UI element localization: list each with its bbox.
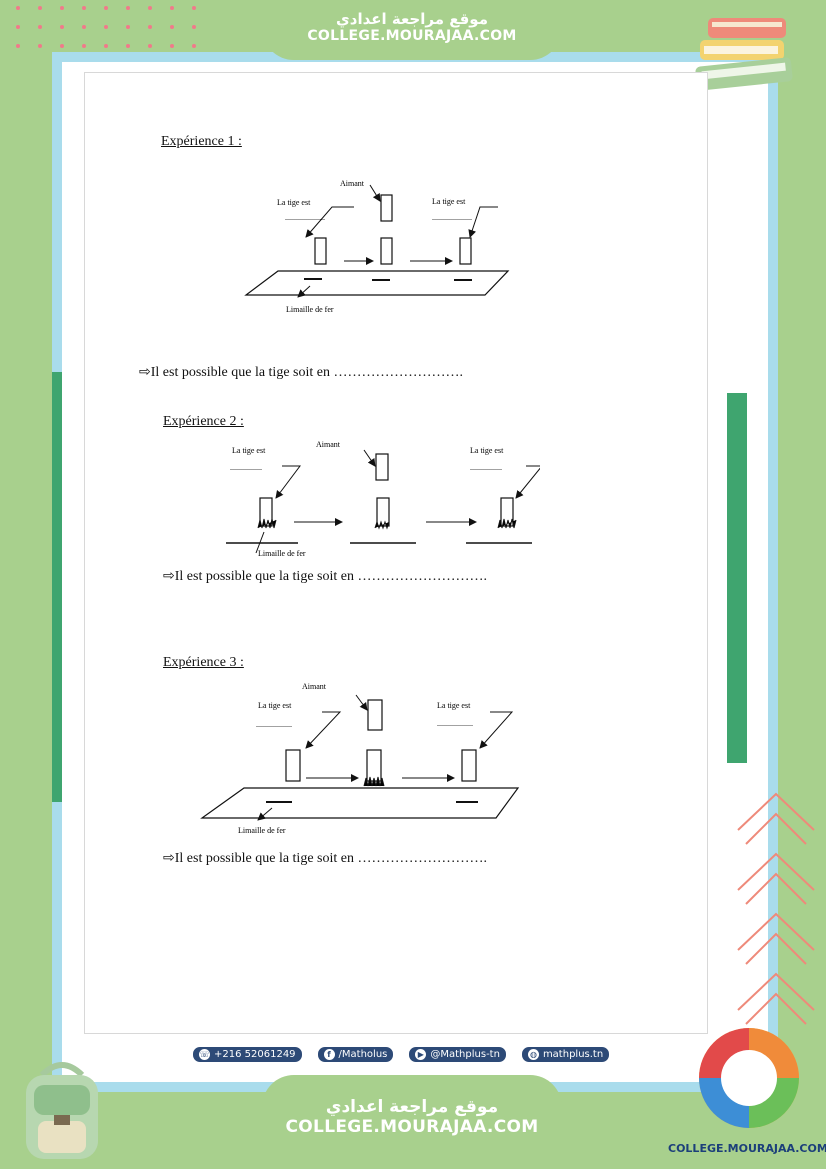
magnet-block [380, 194, 393, 222]
social-links: ☏+216 52061249 f/Matholus ▶@Mathplus-tn … [192, 1046, 611, 1063]
decor-chevrons [737, 792, 815, 1025]
arrow-icon: ⇨ [163, 851, 175, 866]
decor-stripe-right [727, 393, 747, 763]
svg-text:Limaille de fer: Limaille de fer [238, 826, 286, 835]
filings-label: Limaille de fer [286, 305, 334, 314]
experience-2-heading: Expérience 2 : [163, 414, 244, 429]
whatsapp-icon: ☏ [199, 1049, 210, 1060]
experience-3-heading: Expérience 3 : [163, 655, 244, 670]
svg-text:La tige est: La tige est [437, 701, 471, 710]
arrow-icon: ⇨ [163, 569, 175, 584]
social-whatsapp[interactable]: ☏+216 52061249 [192, 1046, 303, 1063]
decor-dots [16, 6, 196, 48]
svg-text:La tige est: La tige est [470, 446, 504, 455]
header-banner: موقع مراجعة اعدادي COLLEGE.MOURAJAA.COM [262, 0, 562, 60]
experience-2-conclusion: ⇨Il est possible que la tige soit en ………… [163, 569, 487, 584]
globe-icon: ◍ [527, 1049, 539, 1060]
experience-1-diagram: Aimant La tige est .................... … [244, 179, 510, 314]
svg-text:....................: .................... [432, 213, 472, 222]
header-url[interactable]: COLLEGE.MOURAJAA.COM [307, 28, 517, 44]
svg-text:Limaille de fer: Limaille de fer [258, 549, 306, 558]
facebook-icon: f [323, 1049, 335, 1060]
books-icon [695, 18, 793, 91]
svg-text:................: ................ [470, 463, 502, 472]
header-arabic-title: موقع مراجعة اعدادي [336, 10, 488, 28]
backpack-icon [26, 1062, 98, 1159]
svg-text:Aimant: Aimant [302, 682, 327, 691]
worksheet-page [84, 72, 708, 1034]
arrow-icon: ⇨ [139, 365, 151, 380]
rod-label-left: La tige est [277, 198, 311, 207]
svg-text:..................: .................. [256, 720, 292, 729]
youtube-icon: ▶ [415, 1049, 427, 1060]
social-website[interactable]: ◍mathplus.tn [520, 1046, 611, 1063]
experience-3-diagram: Aimant La tige est .................. La… [200, 682, 520, 835]
footer-arabic-title: موقع مراجعة اعدادي [325, 1097, 499, 1117]
rod-label-right: La tige est [432, 197, 466, 206]
decor-stripe-left [52, 372, 62, 802]
experience-2-diagram: Aimant La tige est ................ La t… [226, 440, 540, 558]
experience-1-heading: Expérience 1 : [161, 134, 242, 149]
footer-url[interactable]: COLLEGE.MOURAJAA.COM [285, 1117, 539, 1137]
svg-text:....................: .................... [285, 213, 325, 222]
experience-3-conclusion: ⇨Il est possible que la tige soit en ………… [163, 851, 487, 866]
svg-text:Aimant: Aimant [316, 440, 341, 449]
footer-logo-text: COLLEGE.MOURAJAA.COM [668, 1142, 826, 1155]
social-youtube[interactable]: ▶@Mathplus-tn [408, 1046, 507, 1063]
site-logo-icon [699, 1028, 799, 1128]
footer-banner: موقع مراجعة اعدادي COLLEGE.MOURAJAA.COM [262, 1075, 562, 1169]
social-facebook[interactable]: f/Matholus [316, 1046, 395, 1063]
svg-text:................: ................ [230, 463, 262, 472]
experience-1-conclusion: ⇨Il est possible que la tige soit en ………… [139, 365, 463, 380]
svg-text:La tige est: La tige est [232, 446, 266, 455]
magnet-label: Aimant [340, 179, 365, 188]
svg-text:..................: .................. [437, 719, 473, 728]
svg-text:La tige est: La tige est [258, 701, 292, 710]
